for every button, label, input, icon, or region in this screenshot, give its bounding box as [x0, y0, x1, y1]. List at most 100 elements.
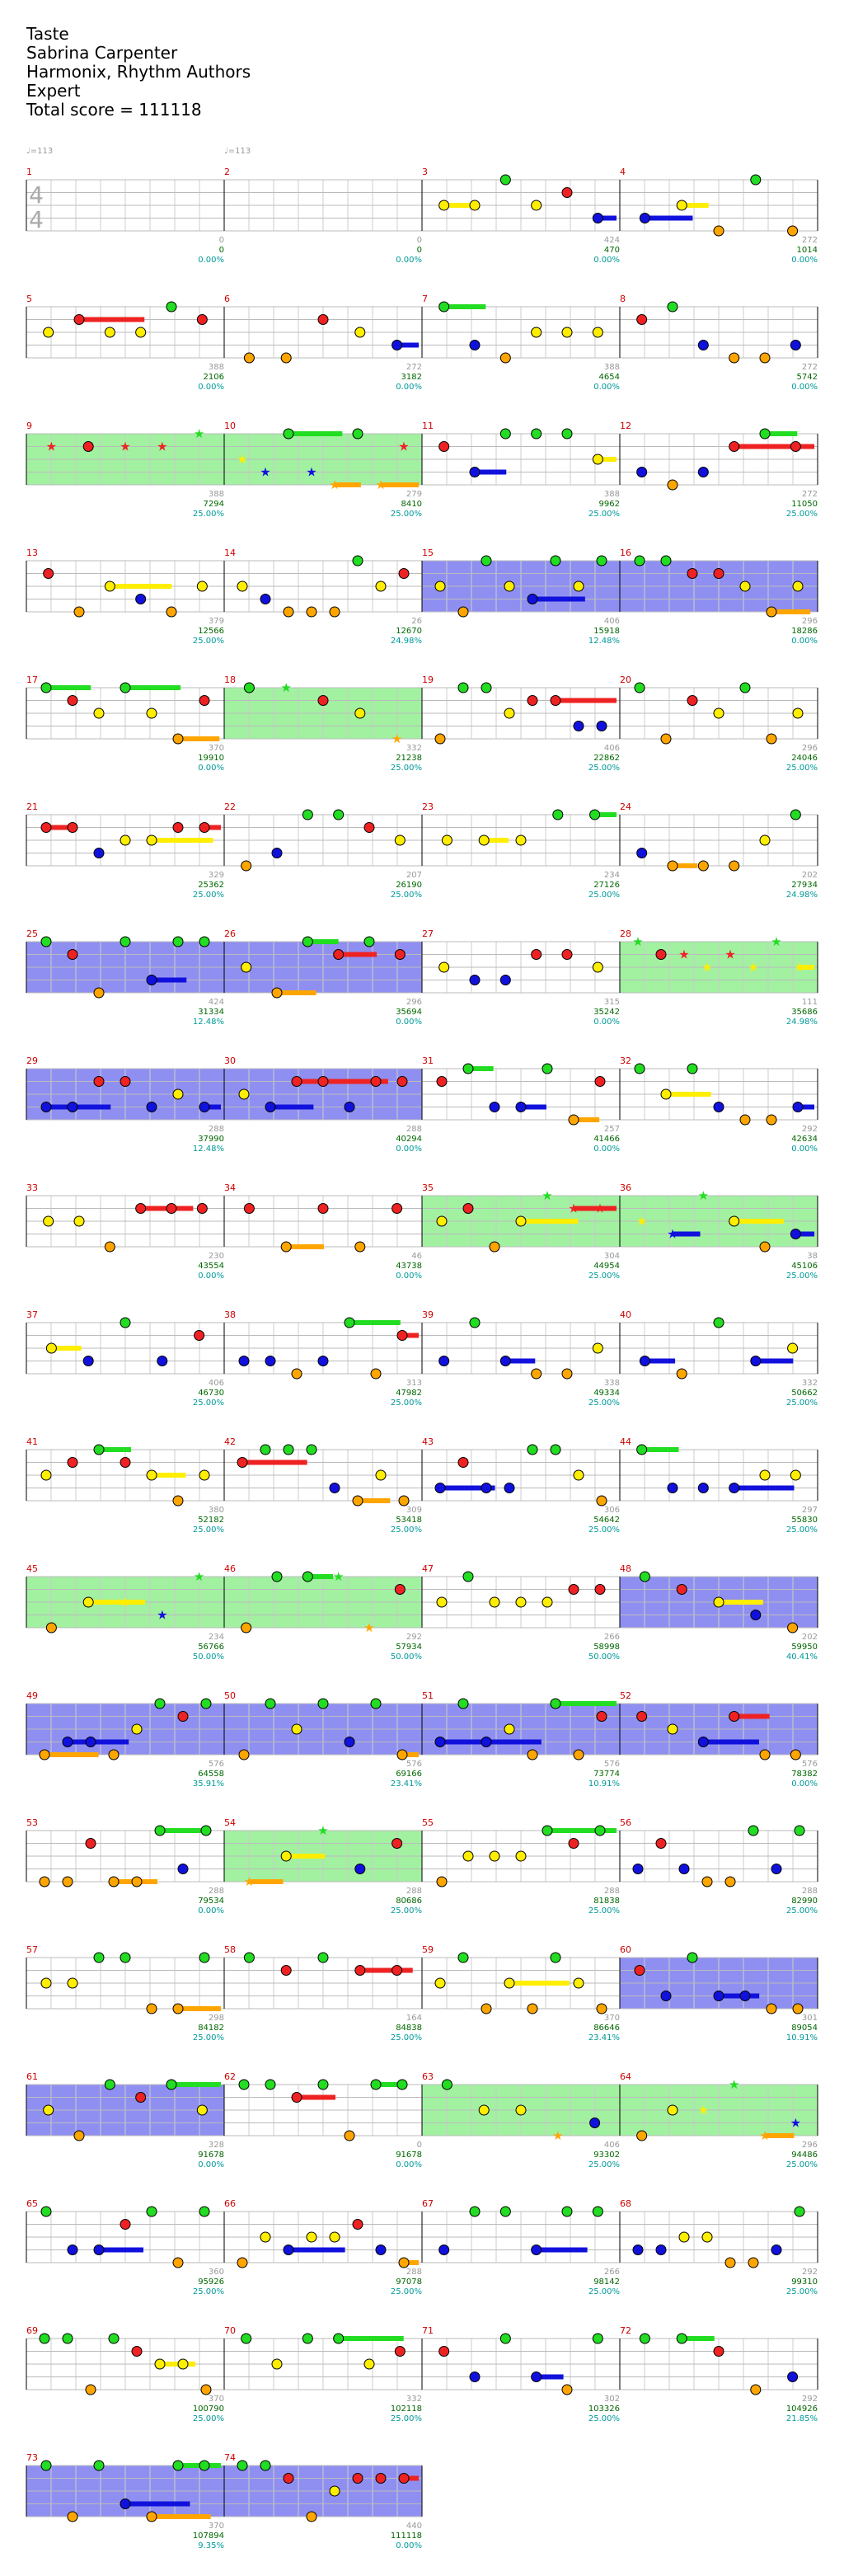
measure-stat: 202	[802, 1633, 818, 1642]
note-gem	[172, 1088, 184, 1100]
note-gem	[713, 2346, 724, 2357]
measure-stat: 360	[209, 2268, 224, 2277]
note-gem	[713, 1102, 724, 1112]
note-gem	[568, 1838, 579, 1849]
measure-percent: 0.00%	[593, 1018, 620, 1027]
measure-number: 41	[26, 1436, 38, 1447]
measure-score: 111118	[391, 2531, 422, 2541]
note-gem	[302, 2333, 313, 2344]
note-gem	[291, 2092, 302, 2103]
note-gem	[375, 2473, 387, 2484]
note-gem	[67, 2511, 78, 2522]
note-gem	[478, 2104, 490, 2116]
measure-score: 79534	[198, 1897, 224, 1906]
note-gem	[713, 1317, 724, 1328]
note-gem	[457, 1457, 469, 1468]
note-gem	[344, 1317, 355, 1328]
measure-number: 6	[224, 294, 230, 304]
note-gem	[636, 314, 648, 325]
note-gem	[499, 174, 511, 186]
measure-number: 48	[620, 1563, 631, 1574]
note-gem	[271, 987, 283, 999]
measure-number: 36	[620, 1182, 631, 1193]
measure-stat: 38	[807, 1252, 818, 1261]
note-gem	[438, 200, 450, 211]
measure-stat: 288	[802, 1887, 818, 1896]
note-gem	[655, 2245, 667, 2255]
note-gem	[146, 834, 157, 846]
note-gem	[596, 1495, 607, 1507]
star-note: ★	[120, 440, 130, 454]
measure-number: 56	[620, 1817, 631, 1828]
note-gem	[271, 2358, 283, 2370]
measure-stat: 388	[604, 490, 620, 499]
measure-number: 42	[224, 1436, 236, 1447]
note-gem	[199, 1102, 210, 1112]
measure-number: 13	[26, 548, 38, 558]
star-note: ★	[194, 426, 204, 441]
note-gem	[154, 2358, 166, 2370]
note-gem	[93, 848, 105, 858]
note-gem	[260, 1444, 271, 1455]
measure-number: 23	[422, 801, 434, 812]
note-gem	[697, 467, 709, 477]
note-gem	[724, 1876, 736, 1887]
note-gem	[713, 1991, 724, 2001]
measure-number: 65	[26, 2198, 38, 2209]
measure-stat: 292	[802, 1125, 818, 1134]
measure-stat: 332	[406, 744, 422, 753]
measure-percent: 25.00%	[786, 1398, 818, 1408]
measure-number: 34	[224, 1182, 236, 1193]
star-note: ★	[317, 1823, 328, 1838]
note-gem	[237, 2257, 248, 2268]
measure-score: 2106	[204, 373, 224, 382]
measure-score: 5742	[797, 373, 818, 382]
note-gem	[394, 834, 406, 846]
note-gem	[333, 949, 345, 960]
measure-number: 16	[620, 548, 631, 558]
measure-score: 22862	[593, 754, 620, 763]
note-gem	[104, 327, 115, 338]
note-gem	[67, 1457, 78, 1468]
measure-score: 12566	[198, 627, 224, 636]
note-gem	[265, 1698, 276, 1709]
measure-number: 55	[422, 1817, 434, 1828]
note-gem	[172, 2460, 184, 2471]
note-gem	[550, 1698, 561, 1709]
note-gem	[469, 467, 481, 477]
note-gem	[592, 1342, 603, 1354]
note-gem	[317, 2079, 329, 2090]
measure-number: 61	[26, 2071, 38, 2082]
tempo-marker: ♩=113	[224, 147, 251, 156]
note-gem	[344, 1737, 355, 1747]
note-gem	[678, 2231, 690, 2243]
measure-percent: 25.00%	[193, 2414, 224, 2423]
note-gem	[43, 327, 54, 338]
note-gem	[457, 682, 469, 693]
note-gem	[660, 733, 672, 745]
note-gem	[271, 848, 283, 858]
note-gem	[352, 2219, 363, 2230]
note-gem	[131, 1723, 143, 1735]
note-gem	[436, 1076, 448, 1087]
measure-number: 59	[422, 1944, 434, 1955]
note-gem	[302, 936, 313, 947]
star-note: ★	[333, 1569, 344, 1584]
note-gem	[697, 340, 709, 350]
note-gem	[634, 1965, 645, 1976]
note-gem	[120, 1076, 131, 1087]
star-note: ★	[678, 947, 689, 962]
note-gem	[457, 606, 469, 618]
measure-stat: 388	[604, 363, 620, 372]
measure-stat: 388	[209, 490, 224, 499]
note-gem	[93, 1076, 105, 1087]
song-charter: Harmonix, Rhythm Authors	[26, 62, 251, 82]
measure-percent: 0.00%	[791, 1779, 818, 1789]
note-gem	[499, 428, 511, 440]
measure-percent: 0.00%	[396, 1018, 422, 1027]
measure-stat: 328	[209, 2141, 224, 2150]
measure-number: 71	[422, 2325, 434, 2336]
note-gem	[329, 2485, 340, 2497]
measure-stat: 288	[406, 1125, 422, 1134]
note-gem	[39, 1876, 50, 1887]
